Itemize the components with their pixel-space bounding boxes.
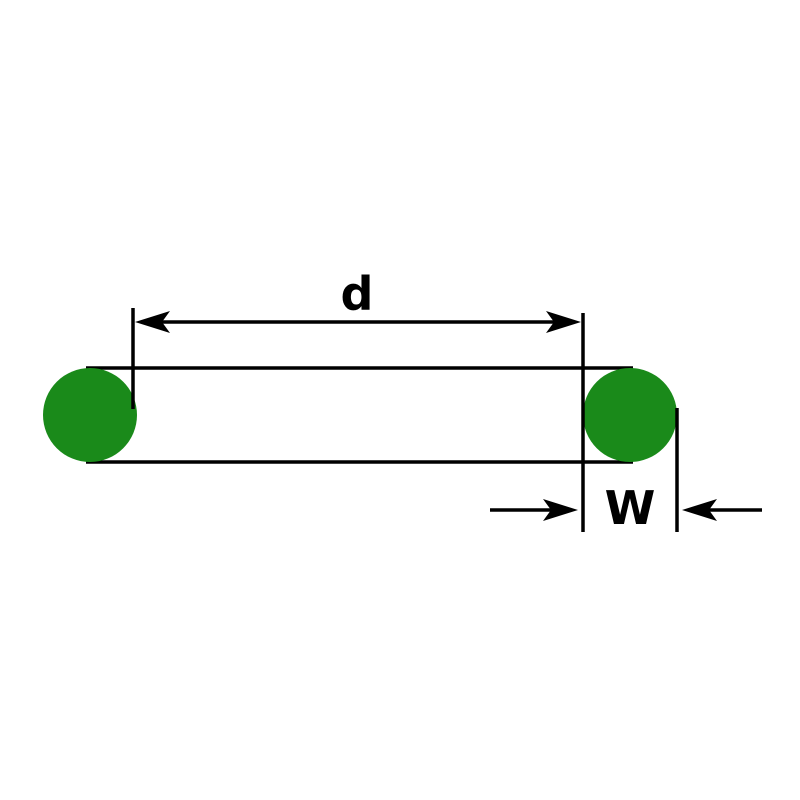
w-left-arrowhead-icon (543, 499, 578, 521)
d-left-arrowhead-icon (135, 311, 170, 333)
right-cross-section-circle (583, 368, 677, 462)
left-cross-section-circle (43, 368, 137, 462)
w-right-arrowhead-icon (682, 499, 717, 521)
d-right-arrowhead-icon (546, 311, 581, 333)
cross-section-width-label: W (605, 481, 656, 535)
inner-diameter-label: d (341, 267, 374, 321)
